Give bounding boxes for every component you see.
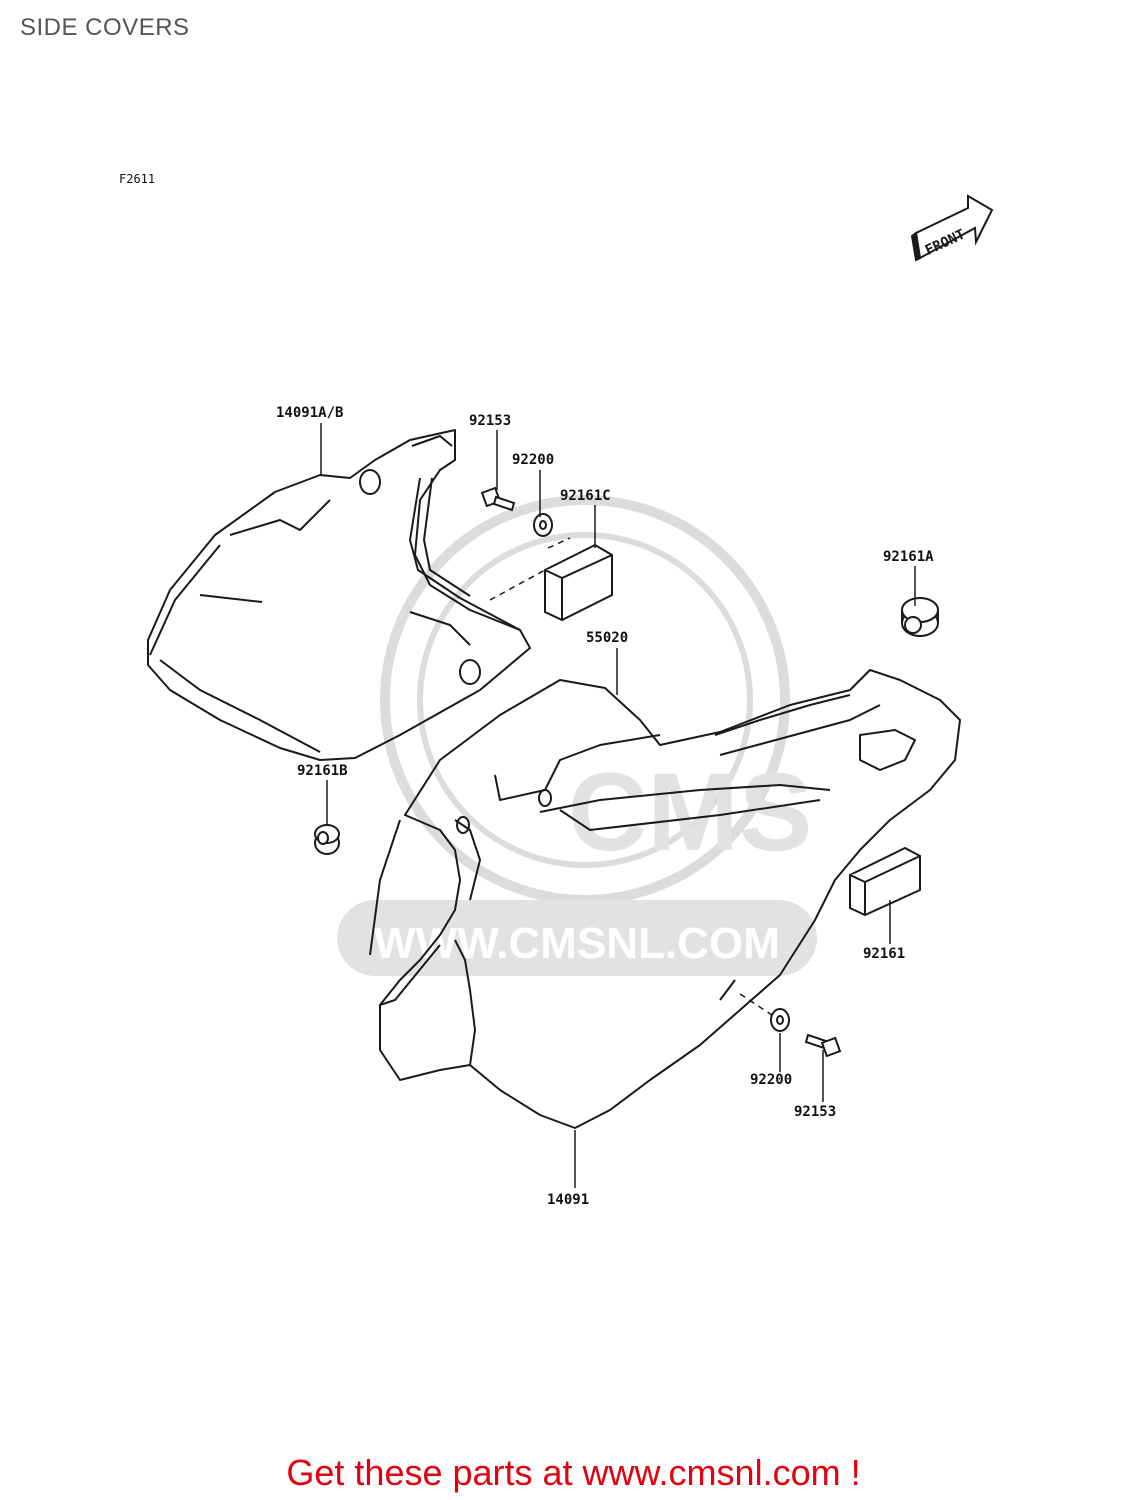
lower-side-cover bbox=[369, 669, 961, 1129]
label-92153-top: 92153 bbox=[469, 413, 512, 429]
get-parts-link[interactable]: Get these parts at www.cmsnl.com ! bbox=[286, 1452, 861, 1493]
label-55020: 55020 bbox=[586, 630, 629, 646]
label-14091: 14091 bbox=[547, 1192, 590, 1208]
upper-side-cover bbox=[147, 429, 531, 761]
bolt-bottom-icon bbox=[804, 1033, 842, 1058]
watermark-text: CMS bbox=[568, 751, 812, 874]
hardware-parts bbox=[314, 486, 939, 1058]
label-92161a: 92161A bbox=[883, 549, 934, 565]
bolt-top-icon bbox=[480, 486, 516, 512]
cms-watermark: CMS WWW.CMSNL.COM bbox=[337, 495, 817, 976]
washer-bottom-icon bbox=[770, 1008, 790, 1032]
label-92200-bottom: 92200 bbox=[750, 1072, 793, 1088]
grommet-a-icon bbox=[901, 597, 939, 637]
grommet-b-icon bbox=[314, 824, 340, 855]
page-title: SIDE COVERS bbox=[20, 14, 190, 41]
watermark-url: WWW.CMSNL.COM bbox=[374, 919, 780, 968]
front-arrow-icon: FRONT bbox=[910, 194, 994, 262]
label-92161: 92161 bbox=[863, 946, 906, 962]
washer-top-icon bbox=[533, 513, 553, 537]
leader-lines bbox=[320, 423, 916, 1188]
pad-icon bbox=[849, 846, 921, 917]
label-92161b: 92161B bbox=[297, 763, 348, 779]
label-92200-top: 92200 bbox=[512, 452, 555, 468]
figure-code: F2611 bbox=[119, 172, 156, 186]
label-14091ab: 14091A/B bbox=[276, 405, 344, 421]
label-92161c: 92161C bbox=[560, 488, 611, 504]
pad-c-icon bbox=[544, 543, 613, 622]
label-92153-bottom: 92153 bbox=[794, 1104, 837, 1120]
front-arrow-label: FRONT bbox=[923, 227, 968, 259]
